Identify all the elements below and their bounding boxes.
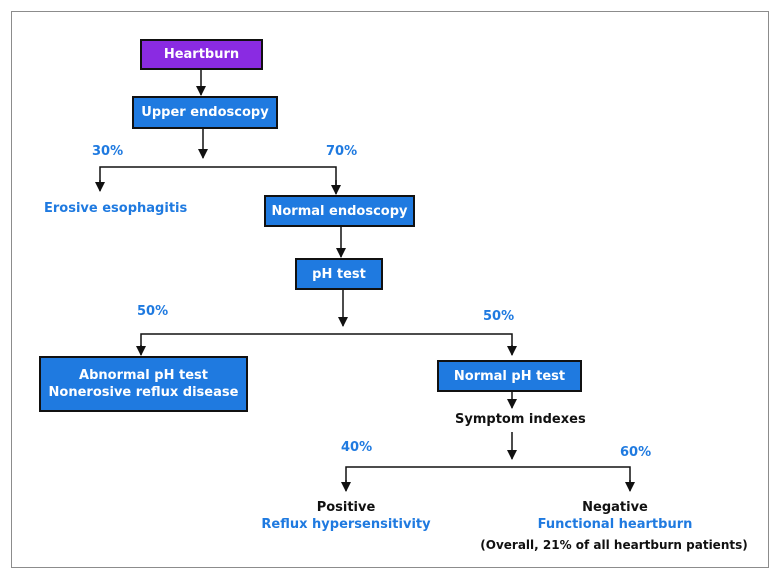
functional-heartburn-label: Functional heartburn — [537, 517, 693, 532]
nonerosive-reflux-label: Nonerosive reflux disease — [48, 385, 239, 400]
upper-endoscopy-box: Upper endoscopy — [132, 96, 278, 129]
normal-ph-test-box: Normal pH test — [437, 360, 582, 392]
abnormal-ph-test-label: Abnormal pH test — [79, 368, 208, 383]
pct-normal-endoscopy: 70% — [326, 144, 358, 159]
ph-test-label: pH test — [312, 266, 366, 282]
diagram-frame — [11, 11, 769, 568]
abnormal-ph-test-box: Abnormal pH test Nonerosive reflux disea… — [39, 356, 248, 412]
ph-test-box: pH test — [295, 258, 383, 290]
overall-note: (Overall, 21% of all heartburn patients) — [480, 538, 748, 552]
normal-endoscopy-label: Normal endoscopy — [271, 203, 408, 219]
pct-positive: 40% — [341, 440, 373, 455]
pct-negative: 60% — [620, 445, 652, 460]
normal-ph-test-label: Normal pH test — [453, 368, 566, 384]
heartburn-label: Heartburn — [163, 47, 240, 62]
erosive-esophagitis-label: Erosive esophagitis — [44, 201, 188, 216]
positive-label: Positive — [316, 500, 376, 515]
negative-label: Negative — [582, 500, 648, 515]
heartburn-box: Heartburn — [140, 39, 263, 70]
branch-ph-test — [140, 333, 513, 352]
reflux-hypersensitivity-label: Reflux hypersensitivity — [261, 517, 431, 532]
branch-symptom — [345, 466, 631, 487]
pct-abnormal-ph: 50% — [137, 304, 169, 319]
branch-endoscopy — [99, 166, 337, 188]
normal-endoscopy-box: Normal endoscopy — [264, 195, 415, 227]
pct-erosive: 30% — [92, 144, 124, 159]
pct-normal-ph: 50% — [483, 309, 515, 324]
upper-endoscopy-label: Upper endoscopy — [141, 105, 269, 120]
symptom-indexes-label: Symptom indexes — [455, 412, 586, 427]
